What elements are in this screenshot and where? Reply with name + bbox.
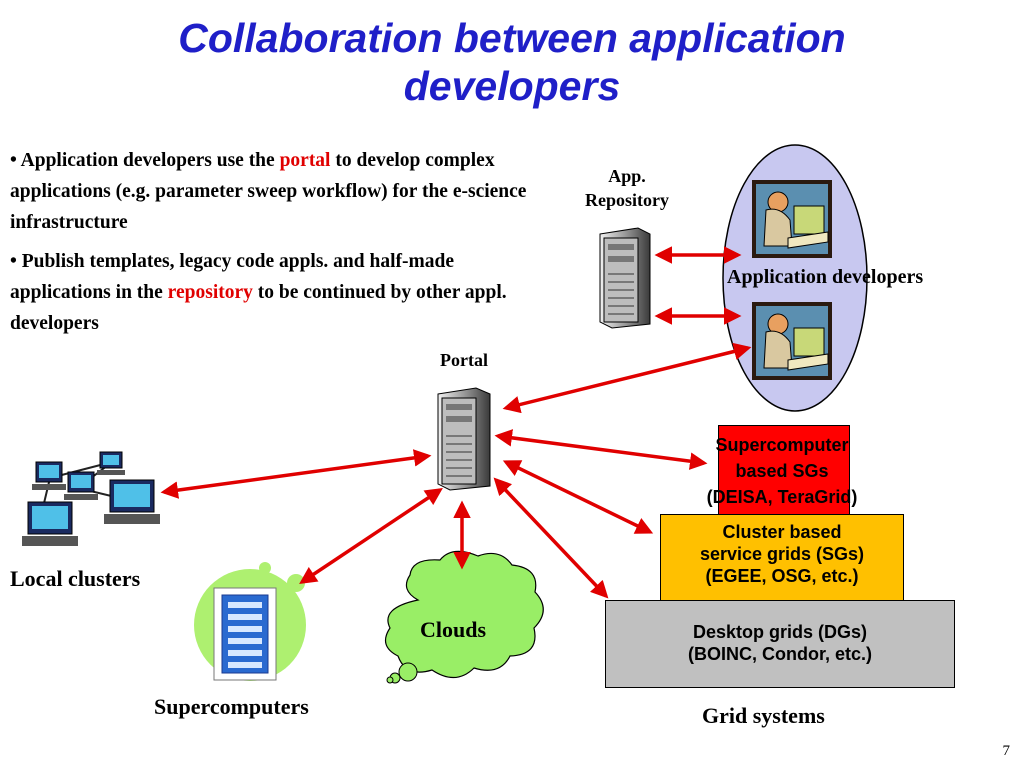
desktop-line-2: (BOINC, Condor, etc.) bbox=[688, 644, 872, 664]
arrow-portal-supercomputer-sgs bbox=[494, 429, 708, 470]
local-clusters-label: Local clusters bbox=[10, 566, 141, 591]
supercomputer-line-1: Supercomputer bbox=[715, 435, 849, 455]
bullet-item-2: • Publish templates, legacy code appls. … bbox=[10, 251, 507, 334]
title-line-1: Collaboration between application bbox=[178, 15, 846, 61]
cluster-line-2: service grids (SGs) bbox=[699, 544, 865, 564]
application-developers-label: Application developers bbox=[727, 266, 924, 288]
supercomputers-label: Supercomputers bbox=[154, 694, 309, 719]
bullet-item-1: • Application developers use the portal … bbox=[10, 150, 527, 233]
server-icon bbox=[437, 387, 491, 491]
supercomputer-line-3: (DEISA, TeraGrid) bbox=[706, 487, 858, 507]
title-line-2: developers bbox=[403, 63, 621, 109]
arrow-portal-local-clusters bbox=[160, 449, 432, 499]
bullet-2-text: Publish templates, legacy code appls. an… bbox=[10, 251, 454, 303]
developer-workstation-icon bbox=[752, 180, 832, 258]
cluster-line-1: Cluster based bbox=[722, 522, 842, 542]
bullet-1-text: Application developers use the bbox=[20, 150, 280, 171]
connection-arrows bbox=[160, 246, 752, 599]
desktop-grids-box: Desktop grids (DGs) (BOINC, Condor, etc.… bbox=[605, 600, 955, 688]
clouds-label: Clouds bbox=[420, 617, 487, 642]
bullet-1-text-end: to develop complex applications (e.g. pa… bbox=[10, 150, 527, 233]
supercomputer-icon bbox=[194, 562, 306, 681]
network-cluster-icon bbox=[22, 451, 160, 546]
supercomputer-line-2: based SGs bbox=[735, 461, 829, 481]
bullet-list: • Application developers use the portal … bbox=[10, 145, 550, 347]
arrow-portal-supercomputers bbox=[299, 488, 443, 584]
bullet-2-text-end: to be continued by other appl. developer… bbox=[10, 282, 507, 334]
repository-highlight: repository bbox=[167, 282, 253, 303]
arrow-portal-desktop-grids bbox=[493, 477, 609, 599]
server-icon bbox=[599, 227, 651, 329]
cluster-sgs-box: Cluster based service grids (SGs) (EGEE,… bbox=[660, 514, 904, 606]
portal-label: Portal bbox=[440, 350, 488, 370]
slide-title: Collaboration between application develo… bbox=[0, 14, 1024, 110]
supercomputer-sgs-label: Supercomputer based SGs (DEISA, TeraGrid… bbox=[670, 432, 894, 510]
page-number: 7 bbox=[1002, 743, 1011, 759]
developer-workstation-icon bbox=[752, 302, 832, 380]
app-repository-label: App. Repository bbox=[585, 166, 669, 210]
arrow-portal-cluster-sgs bbox=[502, 460, 654, 534]
supercomputer-sgs-box bbox=[718, 425, 850, 517]
portal-highlight: portal bbox=[279, 150, 331, 171]
arrow-portal-developer bbox=[502, 342, 752, 414]
desktop-line-1: Desktop grids (DGs) bbox=[692, 622, 868, 642]
grid-systems-label: Grid systems bbox=[702, 703, 825, 728]
cluster-line-3: (EGEE, OSG, etc.) bbox=[705, 566, 859, 586]
